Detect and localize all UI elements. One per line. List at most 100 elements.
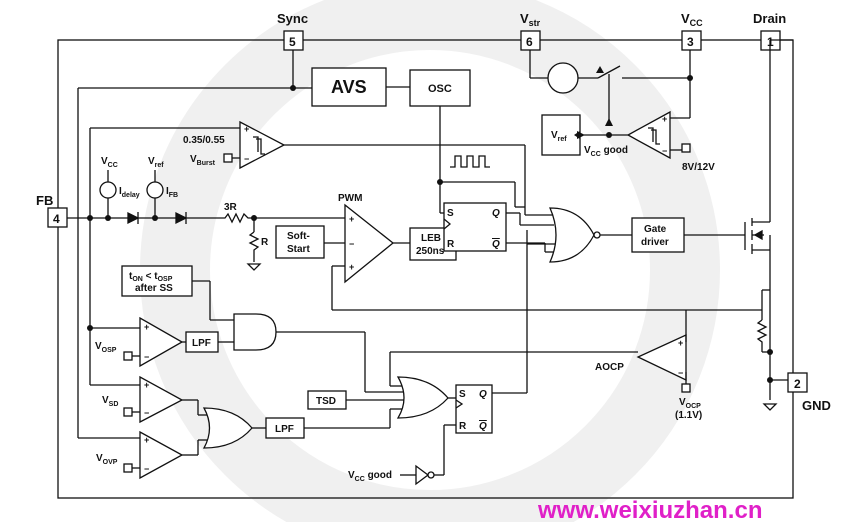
osp-comp-plus: + [144,322,149,332]
pin-vstr-label: Vstr [520,11,541,28]
vref-source-label: Vref [148,156,164,169]
prot-latch-qbar: Q [479,421,487,432]
prot-latch-s: S [459,389,466,400]
vburst-label: VBurst [190,154,216,167]
osc-label: OSC [428,83,452,95]
avs-block [311,67,387,107]
gate-driver-block [631,217,685,253]
soft-start-block [275,225,325,259]
vcc-good-lower-label: VCC good [348,470,392,483]
vcc-source-label: VCC [101,156,118,169]
pwm-latch-r: R [447,239,455,250]
pin-drain-label: Drain [753,11,786,26]
sd-comparator [139,375,184,424]
ton-box-line2: after SS [135,283,173,294]
nor-gate [549,207,595,263]
pin-vcc-number: 3 [687,35,694,49]
vcc-good-upper-label: VCC good [584,145,628,158]
and-gate [233,313,277,351]
resistor-3r [205,212,262,224]
pin-vcc [681,30,702,51]
burst-comp-minus: − [244,154,249,164]
leb-label-1: LEB [421,233,441,244]
leb-label-2: 250ns [416,246,445,257]
protection-latch [455,384,493,434]
pwm-comp-plus: + [349,214,354,224]
resistor-3r-label: 3R [224,202,238,213]
soft-start-label-2: Start [287,244,310,255]
resistor-r-label: R [261,237,269,248]
sense-resistor [756,319,768,352]
lpf-bottom-label: LPF [275,424,294,435]
uvlo-comp-plus: + [662,114,667,124]
pin-vcc-label: VCC [681,11,703,28]
burst-threshold-label: 0.35/0.55 [183,135,225,146]
gate-driver-label-1: Gate [644,224,667,235]
ifb-label: IFB [166,186,178,199]
pin-gnd-number: 2 [794,377,801,391]
vovp-label: VOVP [96,453,118,466]
resistor-r [248,231,260,262]
gate-driver-label-2: driver [641,237,669,248]
uvlo-comp-minus: − [662,146,667,156]
pwm-comp-minus: − [349,239,354,249]
ovp-comparator [139,430,184,480]
ton-box-line1: tON < tOSP [129,271,173,283]
or-gate-lower [202,407,253,449]
pwm-latch-q: Q [492,208,500,219]
pin-vstr-number: 6 [526,35,533,49]
ic-boundary [57,39,794,499]
vocp-value-label: (1.1V) [675,410,702,421]
or-gate-protection [396,376,449,419]
vosp-label: VOSP [95,341,117,354]
aocp-comp-plus: + [678,338,683,348]
pin-drain-number: 1 [767,35,774,49]
sd-comp-plus: + [144,380,149,390]
vsd-label: VSD [102,395,118,408]
burst-comp-plus: + [244,124,249,134]
lpf-top-label: LPF [192,338,211,349]
pin-sync-number: 5 [289,35,296,49]
aocp-label: AOCP [595,362,624,373]
pwm-latch [443,202,507,252]
ovp-comp-plus: + [144,435,149,445]
idelay-label: Idelay [119,186,140,199]
vref-label: Vref [551,130,567,143]
ovp-comp-minus: − [144,464,149,474]
prot-latch-r: R [459,421,467,432]
osp-comp-minus: − [144,352,149,362]
pwm-label: PWM [338,193,362,204]
pin-sync-label: Sync [277,11,308,26]
pin-fb-number: 4 [53,212,60,226]
sd-comp-minus: − [144,408,149,418]
prot-latch-q: Q [479,389,487,400]
mosfet-arrow [753,229,763,241]
diode-2 [175,211,188,225]
soft-start-label-1: Soft- [287,231,310,242]
pin-gnd [787,372,808,393]
uvlo-comparator [626,110,671,160]
osp-comparator [139,316,184,368]
pwm-latch-s: S [447,208,454,219]
osc-block [409,69,471,107]
startup-current-source [547,62,579,94]
pin-fb-label: FB [36,193,53,208]
vocp-label: VOCP [679,397,701,410]
idelay-source [99,181,117,199]
diode-1 [127,211,140,225]
pin-gnd-label: GND [802,398,831,413]
avs-label: AVS [331,77,367,97]
switch-control-arrow [605,118,613,126]
aocp-comp-minus: − [678,368,683,378]
pwm-comparator [344,203,395,284]
watermark: www.weixiuzhan.cn [537,497,762,522]
uvlo-threshold-label: 8V/12V [682,162,715,173]
ifb-source [146,181,164,199]
pwm-comp-plus-2: + [349,262,354,272]
aocp-comparator [636,333,687,382]
burst-comparator [239,120,286,170]
tsd-label: TSD [316,396,336,407]
pwm-latch-qbar: Q [492,239,500,250]
inverter [415,464,430,486]
